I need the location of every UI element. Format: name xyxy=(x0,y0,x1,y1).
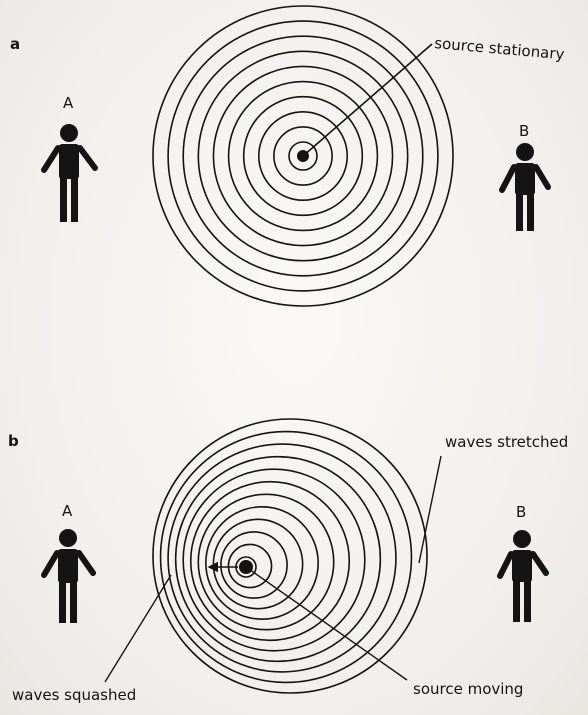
person-icon xyxy=(44,124,95,222)
observer-a-bottom: A xyxy=(44,502,93,623)
observer-b-bottom: B xyxy=(500,503,546,622)
wavefront-ring xyxy=(206,507,318,619)
observer-a-label: A xyxy=(63,94,74,112)
waves-stretched-label: waves stretched xyxy=(445,433,568,451)
wavefront-ring xyxy=(153,419,427,693)
source-moving-label: source moving xyxy=(413,680,523,698)
person-icon xyxy=(502,143,548,231)
waves-squashed-label: waves squashed xyxy=(12,686,136,704)
observer-b-top: B xyxy=(502,122,548,231)
panel-b-label: b xyxy=(8,432,19,450)
wavefront-ring xyxy=(168,444,396,672)
observer-a-top: A xyxy=(44,94,95,222)
panel-b: b waves squashed waves stretched source … xyxy=(8,419,568,704)
person-icon xyxy=(44,529,93,623)
observer-a-label: A xyxy=(62,502,73,520)
observer-b-label: B xyxy=(516,503,526,521)
waves-squashed-pointer xyxy=(105,575,171,682)
observer-b-label: B xyxy=(519,122,529,140)
source-stationary-label: source stationary xyxy=(434,34,566,63)
wavefront-ring xyxy=(191,482,350,641)
person-icon xyxy=(500,530,546,622)
wavefronts-moving xyxy=(153,419,427,693)
waves-stretched-pointer xyxy=(419,456,441,563)
panel-a: a source stationary A B xyxy=(10,6,565,306)
wavefront-ring xyxy=(183,469,365,651)
panel-a-label: a xyxy=(10,35,20,53)
wavefront-ring xyxy=(198,494,333,629)
